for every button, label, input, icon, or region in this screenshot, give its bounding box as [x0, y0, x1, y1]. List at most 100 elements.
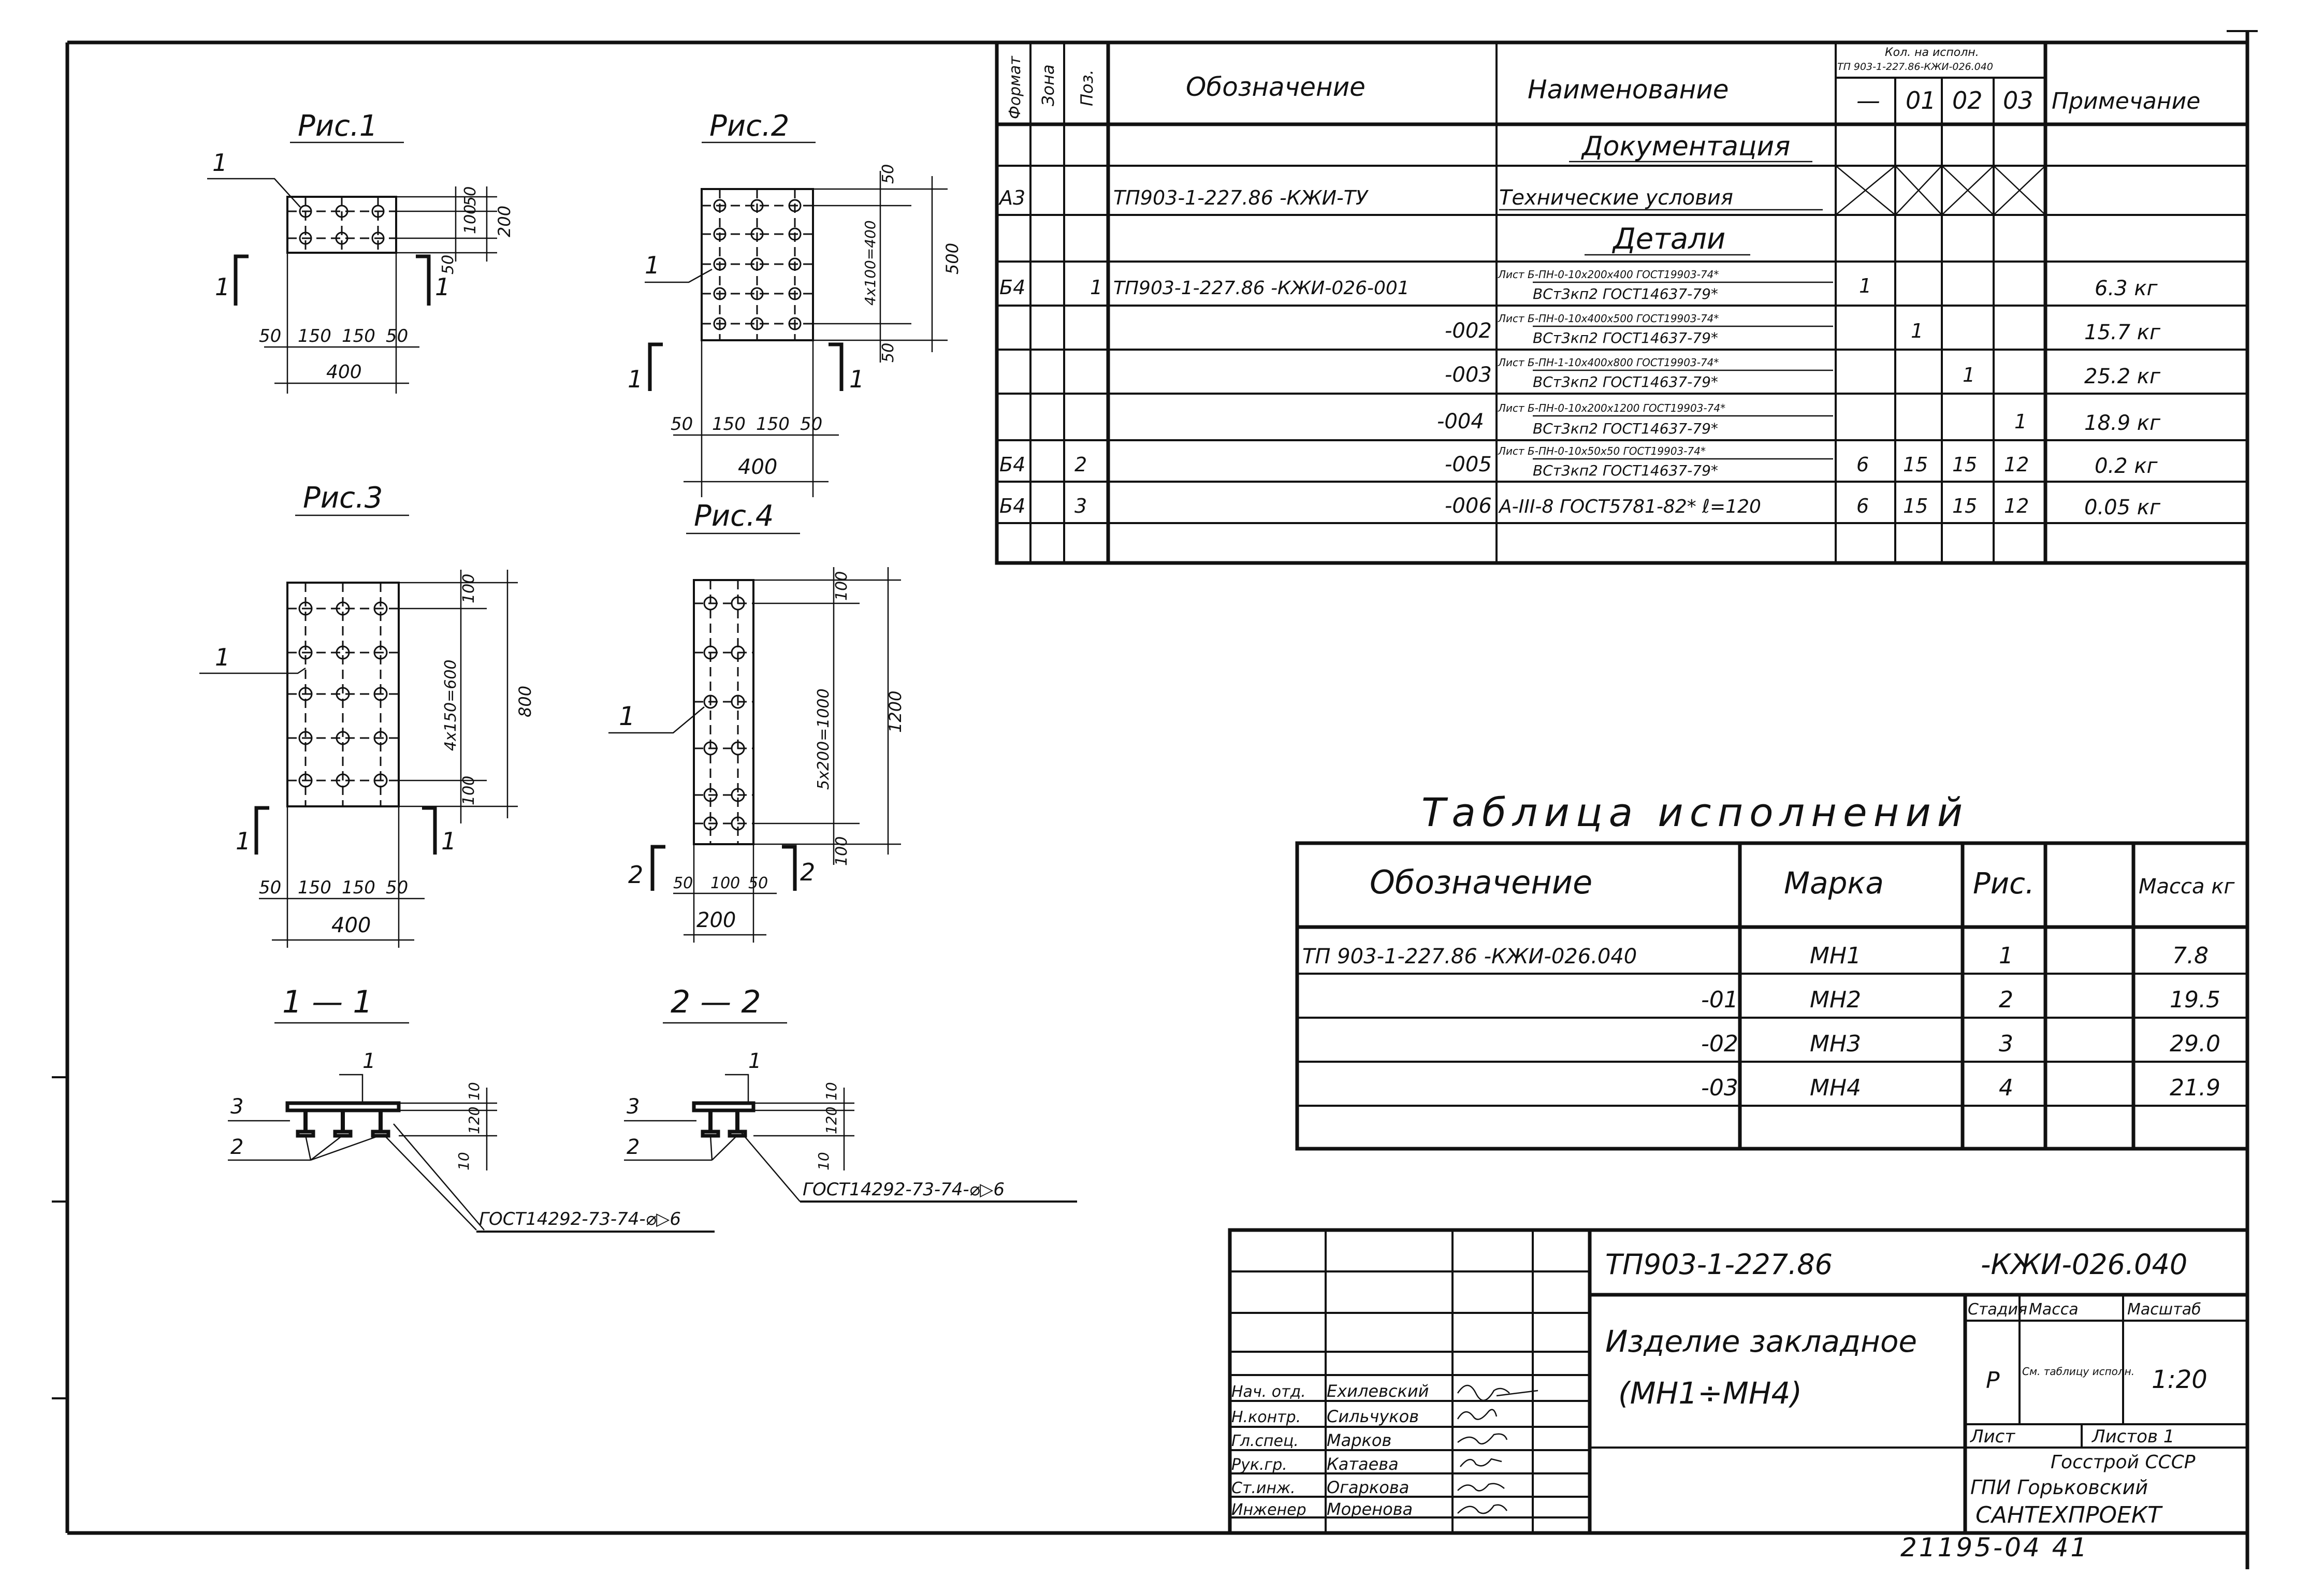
variants-header-fig: Рис.	[1973, 867, 2035, 901]
figure-2-dim-mid: 4x100=400	[862, 220, 879, 306]
spec-row-6-q2: 15	[1952, 495, 1977, 517]
title-block-code-suffix: -КЖИ-026.040	[1981, 1248, 2187, 1281]
figure-3: Рис.3 1 100 4x150=600 100 800 1	[199, 481, 535, 948]
section-2-2-dim-c: 10	[815, 1152, 832, 1170]
spec-row-6-pos: 3	[1074, 495, 1087, 517]
spec-row-3-name1: Лист Б-ПН-1-10х400х800 ГОСТ19903-74*	[1498, 356, 1719, 369]
signature-scribble	[1457, 1504, 1508, 1514]
spec-header-qty-title: Кол. на исполн.	[1885, 46, 1979, 59]
signature-scribble	[1457, 1483, 1505, 1492]
variants-row-2-fig: 3	[1999, 1031, 2013, 1057]
spec-row-1-name1: Лист Б-ПН-0-10х200х400 ГОСТ19903-74*	[1498, 268, 1719, 281]
variants-table-title: Таблица исполнений	[1421, 789, 1969, 835]
figure-2-dim-width: 400	[738, 455, 777, 479]
figure-3-dim-width: 400	[331, 914, 371, 937]
spec-row-2-designation: -002	[1445, 319, 1492, 343]
figure-3-dim-mid: 4x150=600	[442, 660, 460, 751]
section-2-2-pos1: 1	[748, 1049, 761, 1073]
spec-row: -003 Лист Б-ПН-1-10х400х800 ГОСТ19903-74…	[1445, 356, 2161, 390]
signature-scribble	[1457, 1409, 1498, 1420]
section-1-1-dim-a: 10	[466, 1082, 483, 1101]
figure-1-dim-mid: 100	[461, 205, 480, 234]
title-block-org-3: САНТЕХПРОЕКТ	[1976, 1502, 2163, 1528]
figure-2-dim-total-height: 500	[942, 243, 962, 274]
figure-3-dim-bottom-1: 50	[259, 877, 281, 898]
spec-row-3-q2: 1	[1963, 364, 1975, 386]
section-1-1-weld-note: ГОСТ14292-73-74-⌀▷6	[479, 1209, 681, 1230]
spec-header-v1: 01	[1906, 86, 1936, 114]
section-2-2-caption: 2 — 2	[671, 984, 761, 1020]
spec-header-v2: 02	[1952, 86, 1983, 114]
section-1-1-caption: 1 — 1	[282, 984, 373, 1020]
figure-1-dim-total-height: 200	[495, 206, 514, 237]
figure-2-dim-bottom-4: 50	[800, 414, 822, 435]
title-block-product-marks: (МН1÷МН4)	[1618, 1376, 1802, 1411]
spec-header-qty-subtitle: ТП 903-1-227.86-КЖИ-026.040	[1837, 61, 1993, 73]
title-block-signatures: Нач. отд. Ехилевский Н.контр. Сильчуков …	[1231, 1381, 1538, 1519]
title-block-sheets-label: Листов 1	[2091, 1426, 2174, 1447]
variants-header-mark: Марка	[1784, 865, 1884, 901]
figure-3-dim-top: 100	[460, 574, 478, 603]
figure-3-dim-total-height: 800	[515, 686, 535, 717]
figure-4-dim-total-height: 1200	[885, 691, 905, 733]
spec-row-5-designation: -005	[1445, 453, 1492, 476]
figure-4-section-right: 2	[800, 858, 815, 886]
title-block-mass-label: Масса	[2029, 1300, 2079, 1319]
spec-row-3-note: 25.2 кг	[2084, 365, 2161, 388]
signature-name: Ехилевский	[1327, 1381, 1429, 1401]
variants-row-0-fig: 1	[1999, 943, 2013, 969]
signature-name: Сильчуков	[1327, 1407, 1419, 1426]
figure-2-dim-bottom-2: 150	[712, 414, 746, 435]
section-2-2-pos3: 3	[627, 1095, 640, 1119]
figure-3-dim-bot: 100	[460, 776, 478, 805]
figure-3-dim-bottom-2: 150	[298, 877, 331, 898]
spec-row-1-note: 6.3 кг	[2095, 277, 2158, 300]
variants-row-3-mark: МН4	[1810, 1075, 1861, 1101]
variants-row: ТП 903-1-227.86 -КЖИ-026.040 МН1 1 7.8	[1302, 943, 2209, 969]
spec-row: Б4 2 -005 Лист Б-ПН-0-10х50х50 ГОСТ19903…	[999, 445, 2158, 479]
title-block: ТП903-1-227.86 -КЖИ-026.040 Изделие закл…	[1228, 1228, 2249, 1535]
spec-row-6-designation: -006	[1445, 494, 1492, 518]
section-2-2: 2 — 2 1 3 2 10 120 10 ГОСТ14292-73-74-⌀▷…	[624, 984, 1077, 1203]
figure-4-section-left: 2	[628, 861, 643, 889]
spec-row-4-q3: 1	[2014, 410, 2027, 433]
variants-row-2-mass: 29.0	[2170, 1031, 2220, 1057]
figure-4-dim-mid: 5x200=1000	[815, 688, 833, 790]
figure-2-dim-bottom-1: 50	[671, 414, 693, 435]
figure-1-section-right: 1	[435, 273, 450, 301]
section-1-1: 1 — 1 1 3 2 10 120 10 ГОСТ14292-73-74-⌀▷…	[228, 984, 715, 1233]
spec-row-5-pos: 2	[1074, 453, 1087, 476]
variants-header-mass: Масса кг	[2139, 875, 2235, 899]
figure-4-leader-label: 1	[619, 701, 635, 731]
spec-row-5-note: 0.2 кг	[2095, 454, 2158, 478]
spec-row-2-q1: 1	[1911, 320, 1923, 342]
spec-row-5-name1: Лист Б-ПН-0-10х50х50 ГОСТ19903-74*	[1498, 445, 1706, 457]
signature-scribble	[1457, 1384, 1538, 1401]
spec-row-4-designation: -004	[1437, 410, 1484, 433]
spec-row-2-name1: Лист Б-ПН-0-10х400х500 ГОСТ19903-74*	[1498, 312, 1719, 325]
signature-scribble	[1460, 1458, 1502, 1467]
spec-row-1-q0: 1	[1859, 274, 1871, 297]
spec-header-v3: 03	[2003, 86, 2034, 114]
spec-row-1-format: Б4	[999, 276, 1025, 299]
figure-3-leader-label: 1	[215, 643, 230, 671]
spec-row-0-designation: ТП903-1-227.86 -КЖИ-ТУ	[1113, 186, 1369, 209]
spec-row-0-format: А3	[998, 186, 1025, 209]
figure-4-caption: Рис.4	[694, 499, 774, 533]
figure-4-dim-bot: 100	[833, 836, 851, 866]
spec-row: -002 Лист Б-ПН-0-10х400х500 ГОСТ19903-74…	[1445, 312, 2161, 346]
figure-2-dim-top: 50	[879, 164, 897, 184]
section-2-2-pos2: 2	[627, 1135, 640, 1159]
variants-header-designation: Обозначение	[1370, 863, 1592, 901]
spec-row-6-name1: А-III-8 ГОСТ5781-82* ℓ=120	[1498, 496, 1761, 517]
spec-row-2-name2: ВСт3кп2 ГОСТ14637-79*	[1533, 329, 1718, 346]
section-2-2-weld-note: ГОСТ14292-73-74-⌀▷6	[803, 1179, 1005, 1200]
variants-row-2-mark: МН3	[1810, 1031, 1861, 1057]
figure-3-section-left: 1	[236, 827, 251, 855]
spec-header-v0: —	[1856, 86, 1880, 114]
figure-4-dim-width: 200	[696, 908, 736, 932]
spec-header-pos: Поз.	[1077, 69, 1097, 106]
spec-row-4-name2: ВСт3кп2 ГОСТ14637-79*	[1533, 420, 1718, 437]
variants-row-1-mark: МН2	[1810, 987, 1861, 1013]
